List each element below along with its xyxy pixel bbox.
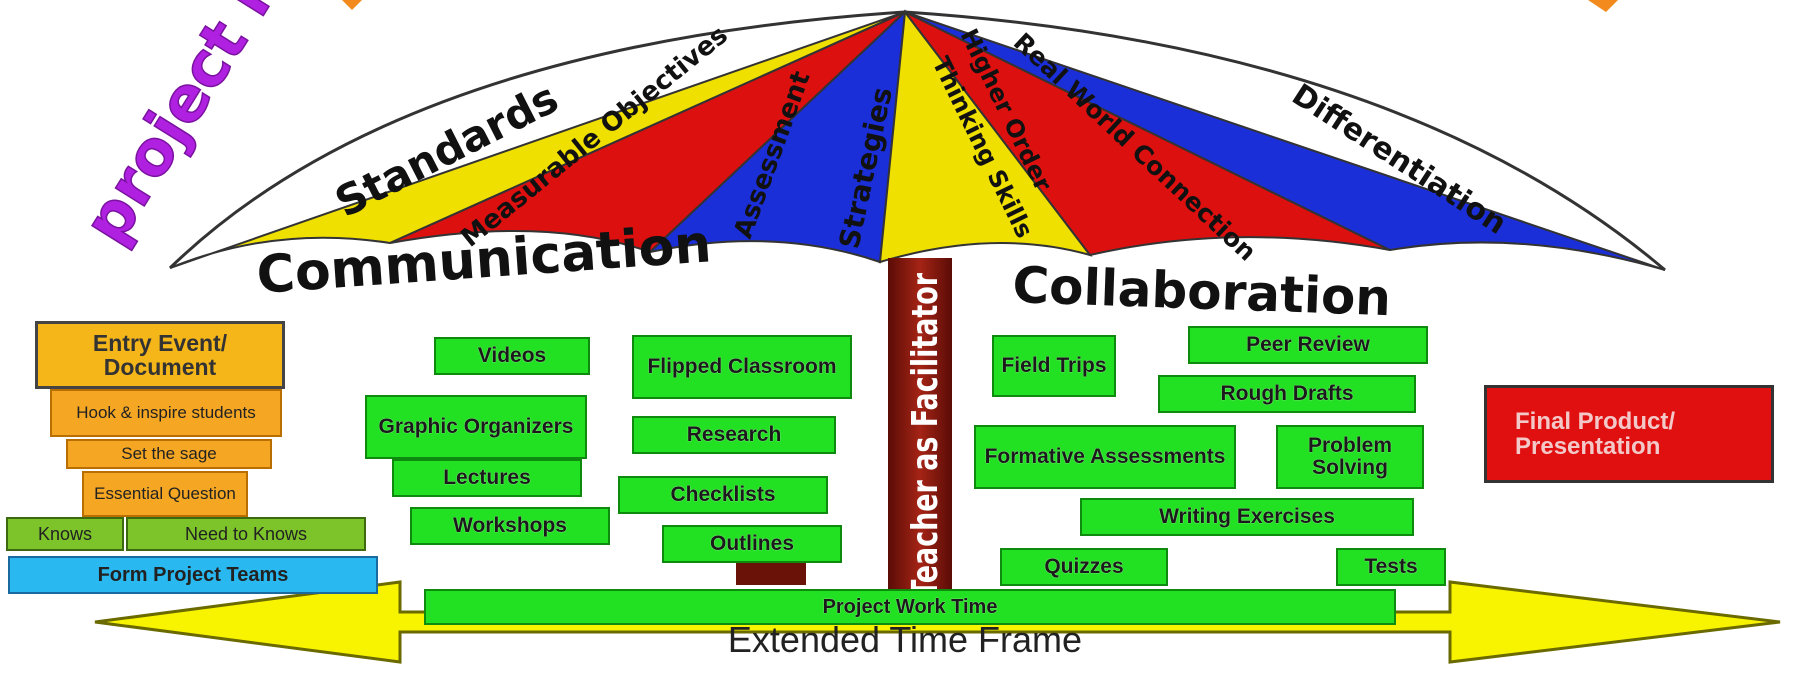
videos-box: Videos — [434, 337, 590, 375]
final-product-box: Final Product/ Presentation — [1484, 385, 1774, 483]
hook-inspire-box: Hook & inspire students — [50, 389, 282, 437]
canopy-panel-measurable-objectives — [389, 11, 906, 254]
workshops-box: Workshops — [410, 507, 610, 545]
project-work-time-bar: Project Work Time — [424, 589, 1396, 625]
problem-solving-box: Problem Solving — [1276, 425, 1424, 489]
title-fragment-left — [342, 0, 362, 10]
rough-drafts-box: Rough Drafts — [1158, 375, 1416, 413]
canopy-outline — [168, 10, 1666, 272]
knows-box: Knows — [6, 517, 124, 551]
project-idea-title: project idea — [69, 0, 353, 256]
graphic-organizers-box: Graphic Organizers — [365, 395, 587, 459]
field-trips-box: Field Trips — [992, 335, 1116, 397]
teacher-as-facilitator-label: Teacher as Facilitator — [905, 273, 946, 598]
canopy-panel-higher-order — [878, 9, 1093, 264]
canopy-panel-standards — [169, 11, 906, 269]
research-box: Research — [632, 416, 836, 454]
canopy-panel-assessment — [646, 9, 907, 264]
writing-exercises-box: Writing Exercises — [1080, 498, 1414, 536]
canopy-panel-differentiation — [904, 11, 1666, 271]
entry-event-box: Entry Event/ Document — [35, 321, 285, 389]
title-fragment-right — [1588, 0, 1618, 12]
formative-assessments-box: Formative Assessments — [974, 425, 1236, 489]
quizzes-box: Quizzes — [1000, 548, 1168, 586]
need-to-knows-box: Need to Knows — [126, 517, 366, 551]
form-project-teams-box: Form Project Teams — [8, 556, 378, 594]
flipped-classroom-box: Flipped Classroom — [632, 335, 852, 399]
essential-question-box: Essential Question — [82, 471, 248, 517]
checklists-box: Checklists — [618, 476, 828, 514]
umbrella-pole — [888, 258, 952, 603]
tests-box: Tests — [1336, 548, 1446, 586]
set-the-sage-box: Set the sage — [66, 439, 272, 469]
outlines-box: Outlines — [662, 525, 842, 563]
collaboration-heading: Collaboration — [1012, 256, 1392, 327]
extended-time-frame-label: Extended Time Frame — [728, 619, 1082, 660]
peer-review-box: Peer Review — [1188, 326, 1428, 364]
lectures-box: Lectures — [392, 459, 582, 497]
canopy-panel-real-world — [904, 11, 1391, 257]
